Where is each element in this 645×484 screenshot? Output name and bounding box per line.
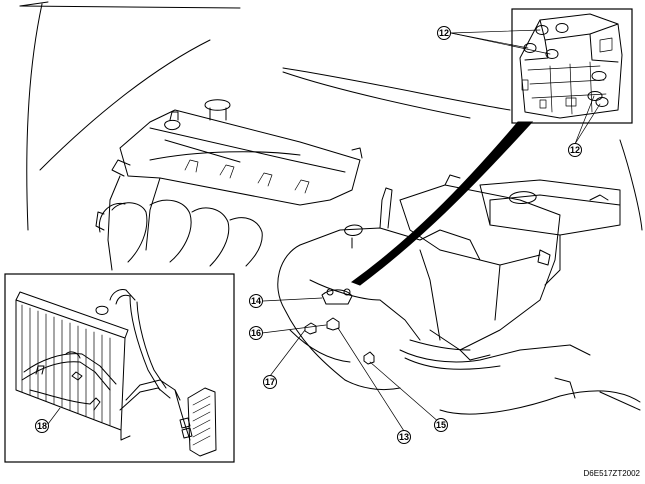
svg-text:15: 15: [436, 420, 446, 430]
callout-15: 15: [434, 418, 448, 432]
callout-16: 16: [249, 326, 263, 340]
inset-leader-band: [350, 121, 534, 286]
svg-text:18: 18: [37, 421, 47, 431]
svg-text:14: 14: [251, 296, 261, 306]
plug-part-15: [363, 351, 375, 365]
reference-code: D6E517ZT2002: [584, 469, 641, 478]
battery: [479, 179, 621, 286]
transaxle-assembly: [277, 187, 481, 391]
callout-18: 18: [35, 419, 49, 433]
oil-cooler-inset: [4, 273, 235, 463]
svg-text:16: 16: [251, 328, 261, 338]
svg-text:12: 12: [570, 145, 580, 155]
callout-leaders: [47, 29, 601, 432]
vehicle-body-outline: [19, 1, 643, 415]
svg-text:12: 12: [439, 28, 449, 38]
engine-cylinder-head: [95, 99, 363, 271]
plug-part-16: [326, 317, 340, 331]
svg-text:17: 17: [265, 377, 275, 387]
plug-part-17: [304, 322, 317, 335]
callout-13: 13: [397, 430, 411, 444]
callout-12-top: 12: [437, 26, 451, 40]
lower-piping: [399, 344, 591, 399]
svg-text:13: 13: [399, 432, 409, 442]
air-cleaner-box: [399, 174, 561, 361]
callout-14: 14: [249, 294, 263, 308]
callout-17: 17: [263, 375, 277, 389]
plug-part-14: [321, 288, 353, 305]
callout-12-bottom: 12: [568, 143, 582, 157]
control-valve-inset: [511, 8, 633, 124]
